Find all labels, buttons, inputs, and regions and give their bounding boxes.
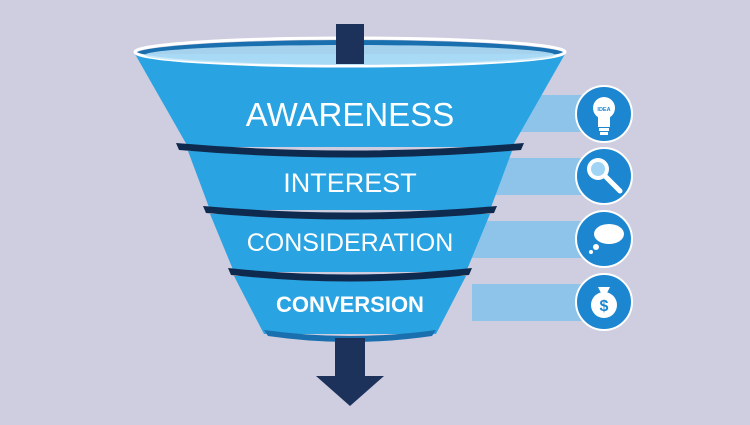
stage-separator xyxy=(228,268,472,282)
stage-label-awareness: AWARENESS xyxy=(245,96,455,133)
stage-separator xyxy=(203,206,497,220)
stage-label-conversion: CONVERSION xyxy=(276,292,424,317)
input-arrow-shaft-front xyxy=(336,24,364,64)
magnifier-icon xyxy=(575,147,633,205)
funnel-stage-awareness xyxy=(135,54,565,147)
funnel-stage-consideration xyxy=(210,214,490,272)
funnel-stage-interest xyxy=(188,151,512,210)
stage-label-consideration: CONSIDERATION xyxy=(246,229,454,257)
funnel-stage-conversion xyxy=(234,276,466,334)
money-bag-icon: $ xyxy=(575,273,633,331)
money-bag-symbol: $ xyxy=(600,298,609,315)
lightbulb-icon: IDEA xyxy=(575,85,633,143)
speech-bubble-icon xyxy=(575,210,633,268)
funnel-body xyxy=(133,36,567,342)
stage-label-interest: INTEREST xyxy=(283,168,417,198)
output-arrow xyxy=(316,338,384,406)
lightbulb-badge-text: IDEA xyxy=(597,107,610,113)
stage-separator xyxy=(176,143,524,158)
